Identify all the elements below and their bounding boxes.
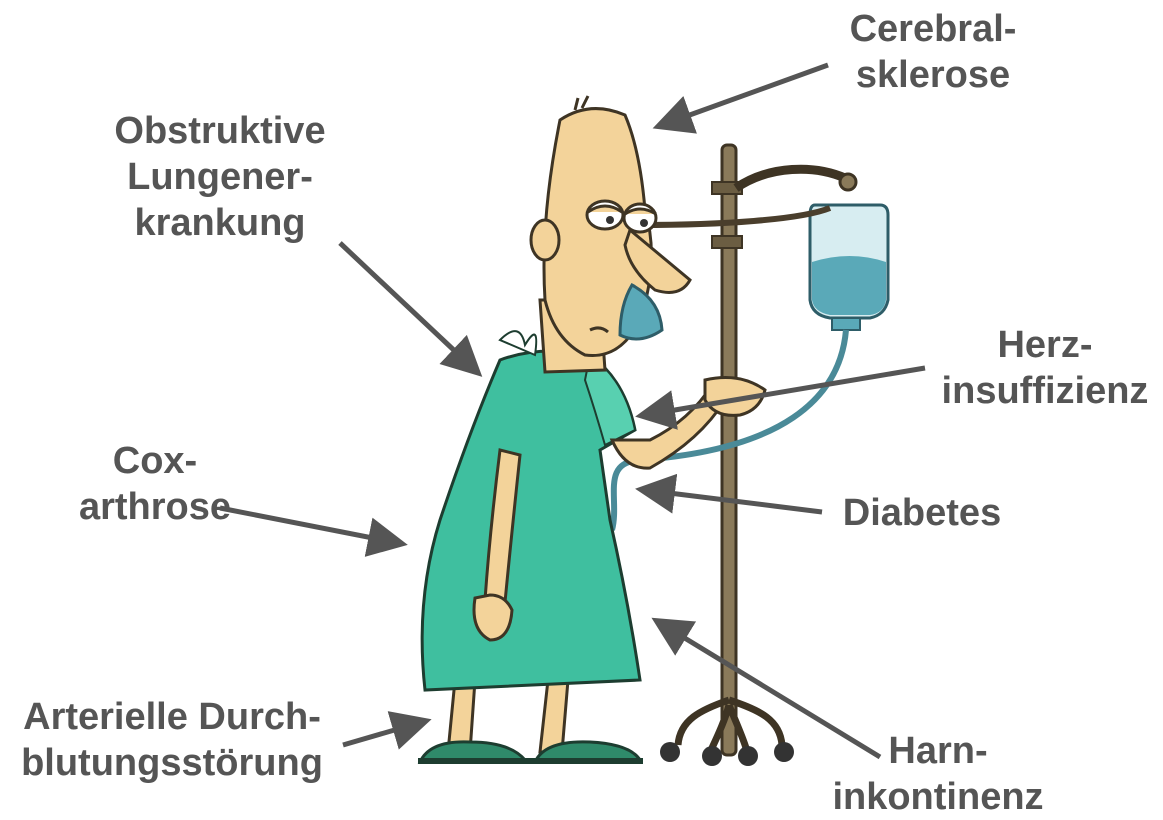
label-arterial: Arterielle Durch- blutungsstörung — [2, 694, 342, 786]
hospital-gown — [422, 331, 640, 690]
label-line: Arterielle Durch- — [2, 694, 342, 740]
slippers — [418, 742, 643, 764]
label-line: blutungsstörung — [2, 740, 342, 786]
label-line: Cerebral- — [838, 6, 1028, 52]
label-line: Cox- — [55, 438, 255, 484]
label-coxarthrose: Cox- arthrose — [55, 438, 255, 530]
label-lung-disease: Obstruktive Lungener- krankung — [95, 108, 345, 246]
label-line: Diabetes — [832, 490, 1012, 536]
label-heart-failure: Herz- insuffizienz — [930, 322, 1160, 414]
label-line: Herz- — [930, 322, 1160, 368]
arrow-cerebral — [662, 65, 828, 125]
label-line: arthrose — [55, 484, 255, 530]
label-line: Obstruktive — [95, 108, 345, 154]
label-line: krankung — [95, 200, 345, 246]
arrow-lung — [340, 243, 475, 370]
label-line: sklerose — [838, 52, 1028, 98]
label-diabetes: Diabetes — [832, 490, 1012, 536]
label-harninkontinenz: Harn- inkontinenz — [823, 728, 1053, 820]
label-cerebralsklerose: Cerebral- sklerose — [838, 6, 1028, 98]
label-line: Lungener- — [95, 154, 345, 200]
arrow-heart — [645, 368, 925, 415]
label-line: Harn- — [823, 728, 1053, 774]
label-line: insuffizienz — [930, 368, 1160, 414]
label-line: inkontinenz — [823, 774, 1053, 820]
arrow-arterial — [343, 722, 422, 745]
